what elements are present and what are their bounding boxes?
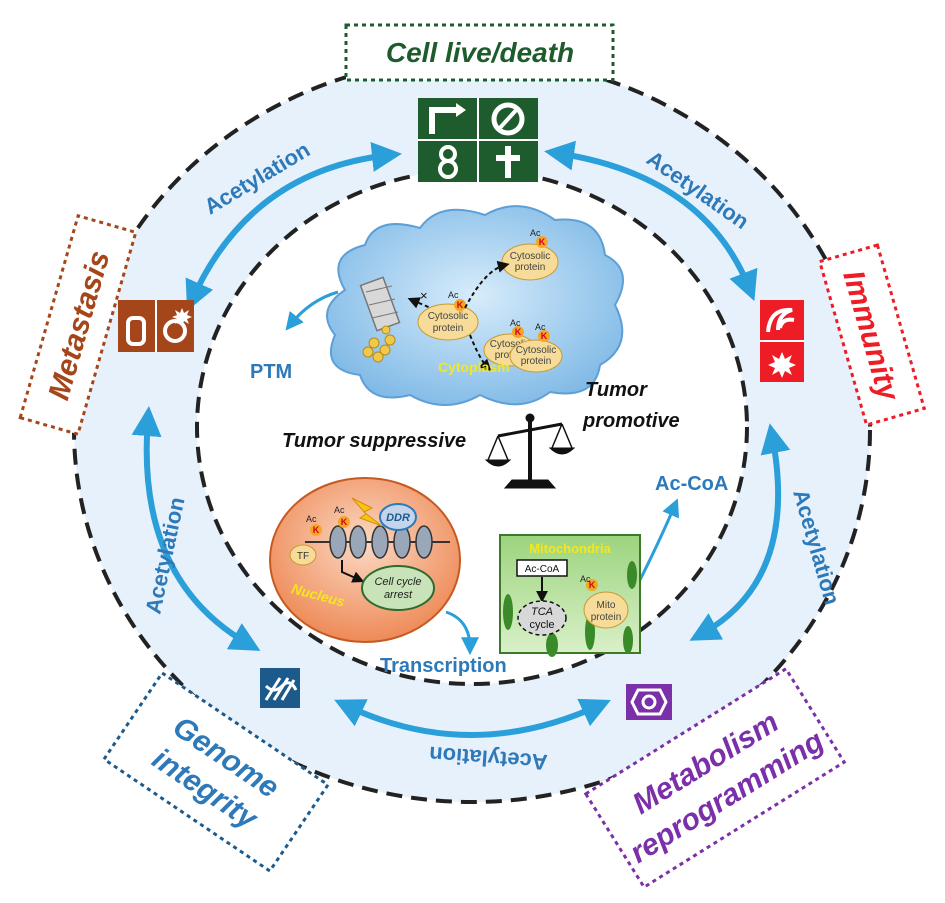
- protein-label: Cytosolic: [490, 339, 531, 350]
- cell-live-death-icon: [418, 98, 538, 182]
- lysine-badge: K: [541, 331, 548, 341]
- lysine-badge: K: [313, 525, 320, 535]
- cell-live-death-label: Cell live/death: [386, 37, 574, 68]
- ac-label: Ac: [535, 322, 546, 332]
- cell-cycle-arrest: Cell cycle arrest: [361, 565, 435, 611]
- protein-label: protein: [521, 356, 552, 367]
- cristae: [503, 561, 637, 657]
- protein-label: Cytosolic: [510, 251, 551, 262]
- metabolism-icon: [626, 684, 672, 720]
- ptm-label: PTM: [250, 361, 292, 383]
- protein-label: protein: [433, 323, 464, 334]
- immunity-icon: [760, 300, 804, 382]
- arrest-label: arrest: [384, 589, 413, 601]
- arrow-top-right: [544, 140, 758, 302]
- ddr-label: DDR: [386, 512, 410, 524]
- cytoplasm-label: Cytoplasm: [438, 359, 510, 375]
- mito-protein: Mito protein K Ac: [580, 574, 629, 629]
- mito-ac-coa-box: Ac-CoA: [525, 564, 560, 575]
- tca-cycle: TCA cycle: [517, 600, 567, 636]
- tca-label: cycle: [529, 619, 554, 631]
- tumor-promotive-label-1: Tumor: [585, 379, 648, 401]
- arrow-left: [131, 406, 261, 651]
- mito-protein-label: Mito: [597, 600, 616, 611]
- mitochondria-box: Mitochondria Ac-CoA TCA cycle Mito prote…: [499, 534, 641, 657]
- ac-coa-label: Ac-CoA: [655, 473, 728, 495]
- cytosolic-protein-top: Cytosolic protein K Ac: [501, 228, 559, 281]
- ddr-protein: DDR: [379, 503, 417, 531]
- blocked-mark: ×: [420, 288, 428, 303]
- tf-label: TF: [297, 551, 309, 562]
- lysine-badge: K: [589, 580, 596, 590]
- cytosolic-protein-bottom: Cytosolic protein Cytosolic protein K K …: [483, 318, 563, 373]
- lightning-icon: [351, 497, 383, 527]
- lysine-badge: K: [515, 327, 522, 337]
- ac-label: Ac: [580, 574, 591, 584]
- metastasis-icon: [118, 300, 194, 352]
- tumor-promotive-label-2: promotive: [582, 410, 680, 432]
- protein-label: protein: [515, 262, 546, 273]
- degraded-fragments: [362, 325, 396, 363]
- lysine-badge: K: [457, 300, 464, 310]
- category-cell-live-death: Cell live/death: [344, 23, 615, 82]
- protein-label: Cytosolic: [516, 345, 557, 356]
- genome-integrity-icon: [260, 668, 300, 708]
- arrow-bottom: [334, 698, 611, 738]
- transcription-label: Transcription: [380, 655, 507, 677]
- balance-scale-icon: [484, 413, 576, 489]
- cytosolic-protein-middle: Cytosolic protein K Ac: [417, 290, 479, 341]
- lysine-badge: K: [539, 237, 546, 247]
- mito-protein-label: protein: [591, 612, 622, 623]
- nucleosome-chain: [305, 525, 450, 559]
- ac-label: Ac: [334, 505, 345, 515]
- arrest-label: Cell cycle: [374, 576, 421, 588]
- arrow-top-left: [185, 142, 402, 311]
- nucleus-cell: DDR TF K Ac K Ac Cell cycle arrest Nucle…: [269, 477, 461, 643]
- mitochondria-label: Mitochondria: [529, 541, 611, 556]
- protein-label: Cytosolic: [428, 311, 469, 322]
- cytoplasm-cloud: × Cytosolic protein K Ac Cytosolic prote…: [326, 205, 624, 406]
- ac-label: Ac: [448, 290, 459, 300]
- ac-label: Ac: [510, 318, 521, 328]
- ac-label: Ac: [530, 228, 541, 238]
- tf-protein: TF K Ac K Ac: [289, 505, 350, 566]
- tumor-suppressive-label: Tumor suppressive: [282, 430, 466, 452]
- arrow-right: [689, 423, 791, 641]
- lysine-badge: K: [341, 517, 348, 527]
- tca-label: TCA: [531, 606, 553, 618]
- ac-label: Ac: [306, 514, 317, 524]
- acetylation-arrows: [131, 140, 791, 738]
